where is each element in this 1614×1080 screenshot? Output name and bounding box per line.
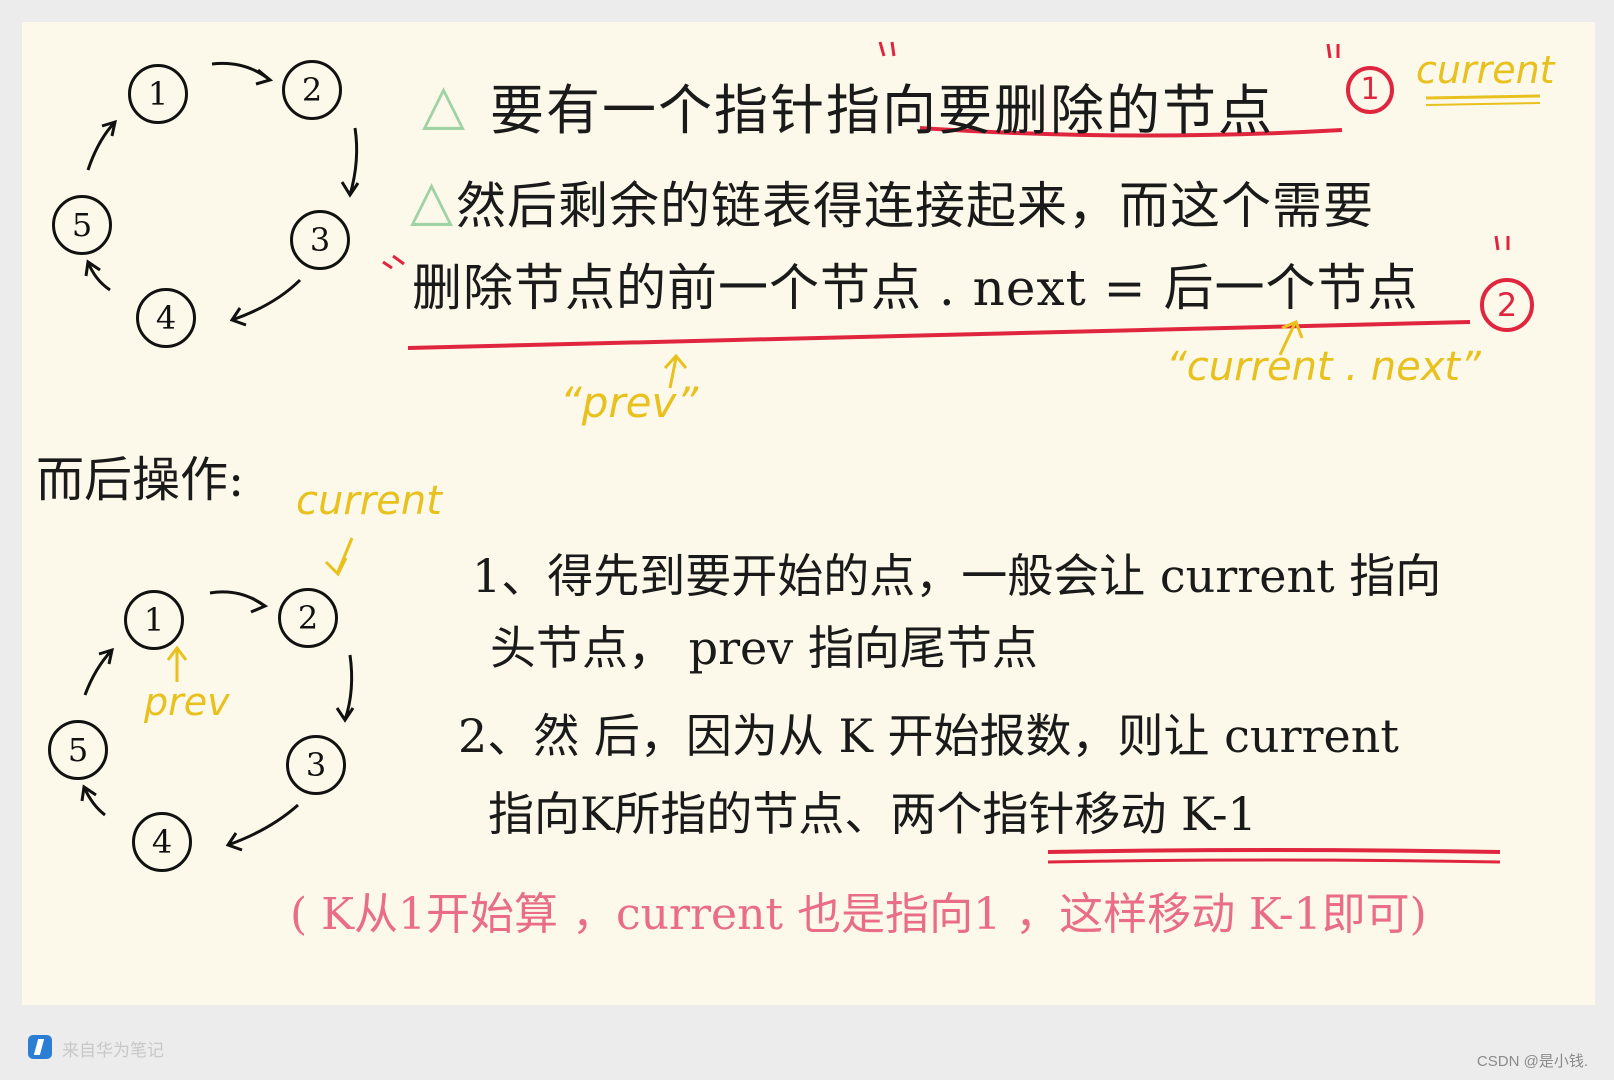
step2-line1: 2、然 后，因为从 K 开始报数，则让 current (458, 709, 1399, 763)
node-3: 3 (286, 735, 346, 795)
rule2-line2: 删除节点的前一个节点 . next = 后一个节点 (412, 259, 1419, 317)
source-text: 来自华为笔记 (62, 1041, 164, 1061)
rule1-text: 要有一个指针指向要删除的节点 (490, 79, 1274, 142)
notes-app-icon (28, 1035, 52, 1059)
rule1-badge: 1 (1346, 66, 1394, 114)
node-1: 1 (128, 64, 188, 124)
step1-line1: 1、得先到要开始的点，一般会让 current 指向 (472, 549, 1442, 603)
footnote: ( K从1开始算 ，current 也是指向1 ，这样移动 K-1即可) (290, 889, 1427, 940)
step2-line2: 指向K所指的节点、两个指针移动 K-1 (488, 787, 1257, 841)
node-4: 4 (136, 288, 196, 348)
node-5: 5 (48, 720, 108, 780)
note-paper (22, 22, 1595, 1005)
node-2: 2 (278, 588, 338, 648)
step1-line2: 头节点， prev 指向尾节点 (490, 621, 1038, 675)
node-4: 4 (132, 812, 192, 872)
node-5: 5 (52, 195, 112, 255)
prev-label: “prev” (560, 378, 699, 427)
rule2-badge: 2 (1480, 278, 1534, 332)
watermark: CSDN @是小钱. (1476, 1053, 1588, 1070)
rule2-line1: 然后剩余的链表得连接起来，而这个需要 (456, 177, 1374, 235)
prev-small-label: prev (144, 680, 230, 724)
current-next-label: “current . next” (1166, 344, 1481, 390)
current-label: current (296, 478, 442, 524)
section-title: 而后操作: (36, 452, 245, 508)
rule1-annotation: current (1416, 48, 1555, 92)
triangle-bullet-icon: △ (410, 168, 454, 233)
node-2: 2 (282, 60, 342, 120)
node-1: 1 (124, 590, 184, 650)
triangle-bullet-icon: △ (422, 72, 466, 137)
node-3: 3 (290, 210, 350, 270)
